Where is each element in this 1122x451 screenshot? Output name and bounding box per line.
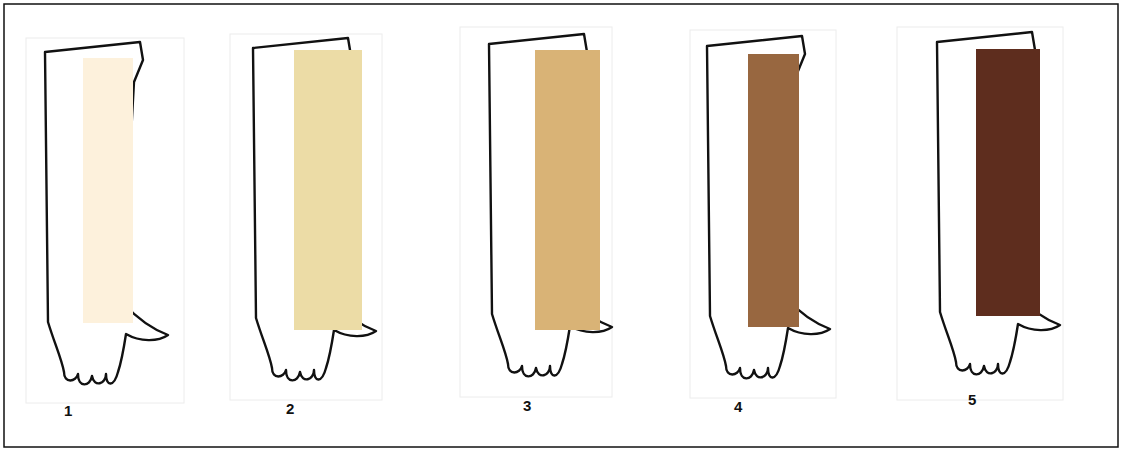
panel-frame	[460, 27, 612, 397]
skin-swatch	[83, 58, 133, 323]
callout-number: 3	[523, 398, 531, 413]
arm-outline	[253, 38, 376, 380]
skin-swatch	[976, 49, 1040, 316]
callout-number: 2	[286, 401, 294, 416]
skin-swatch	[294, 50, 362, 330]
callout-number: 1	[64, 403, 72, 418]
callout-number: 5	[968, 392, 976, 407]
arm-outline	[937, 32, 1060, 374]
callout-number: 4	[734, 399, 742, 414]
arm-outline	[707, 36, 830, 378]
panel-frame	[26, 38, 184, 403]
arm-outline	[45, 42, 168, 384]
skin-swatch	[535, 50, 600, 330]
outer-frame	[4, 4, 1118, 447]
panel-frame	[230, 34, 382, 400]
arm-outline	[489, 34, 612, 376]
panel-frame	[690, 30, 836, 398]
panel-frame	[897, 27, 1063, 400]
skin-swatch	[748, 54, 799, 327]
